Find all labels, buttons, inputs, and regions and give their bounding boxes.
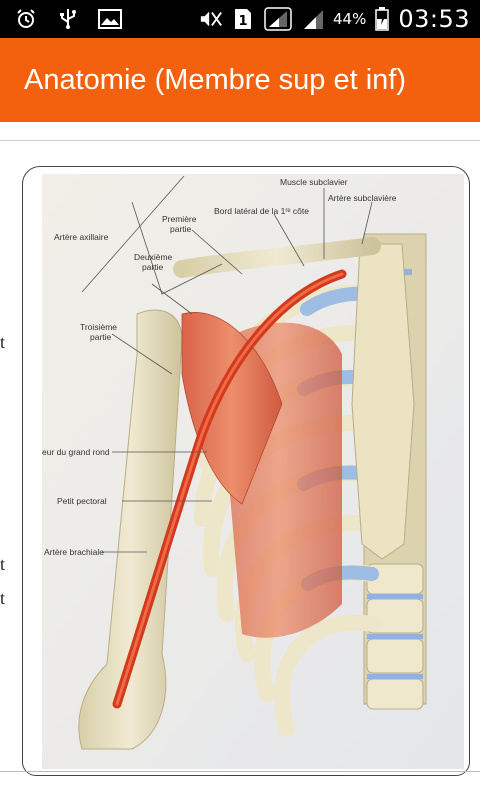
- label-troisieme-partie: Troisième: [80, 322, 117, 332]
- label-artere-axillaire: Artère axillaire: [54, 232, 109, 242]
- clock: 03:53: [398, 5, 470, 33]
- text-fragment: t: [0, 332, 6, 352]
- label-premiere-partie-2: partie: [170, 224, 192, 234]
- anatomy-illustration[interactable]: Artère axillaire Première partie Deuxièm…: [42, 174, 464, 769]
- signal-icon: [301, 7, 325, 31]
- alarm-icon: [14, 7, 38, 31]
- sim-slot-label: 1: [238, 14, 247, 29]
- battery-icon: [374, 7, 390, 31]
- label-deuxieme-partie-2: partie: [142, 262, 164, 272]
- label-petit-pectoral: Petit pectoral: [57, 496, 107, 506]
- divider: [0, 771, 480, 772]
- label-grand-rond: eur du grand rond: [42, 447, 110, 457]
- app-bar: Anatomie (Membre sup et inf): [0, 38, 480, 122]
- divider: [0, 140, 480, 141]
- label-troisieme-partie-2: partie: [90, 332, 112, 342]
- label-artere-brachiale: Artère brachiale: [44, 547, 104, 557]
- label-muscle-subclavier: Muscle subclavier: [280, 177, 348, 187]
- text-fragment: t: [0, 588, 6, 608]
- status-bar: 1 44% 03:53: [0, 0, 480, 38]
- label-deuxieme-partie: Deuxième: [134, 252, 173, 262]
- text-fragment: t: [0, 554, 6, 574]
- signal-icon: [263, 7, 293, 31]
- label-bord-lateral: Bord latéral de la 1ʳᵉ côte: [214, 206, 309, 216]
- app-title: Anatomie (Membre sup et inf): [24, 63, 406, 96]
- content-area[interactable]: t t t: [0, 122, 480, 800]
- mute-icon: [199, 7, 223, 31]
- sim-icon: 1: [231, 7, 255, 31]
- usb-icon: [56, 7, 80, 31]
- image-icon: [98, 7, 122, 31]
- label-artere-subclaviere: Artère subclavière: [328, 193, 397, 203]
- label-premiere-partie: Première: [162, 214, 197, 224]
- battery-percent: 44%: [332, 10, 367, 28]
